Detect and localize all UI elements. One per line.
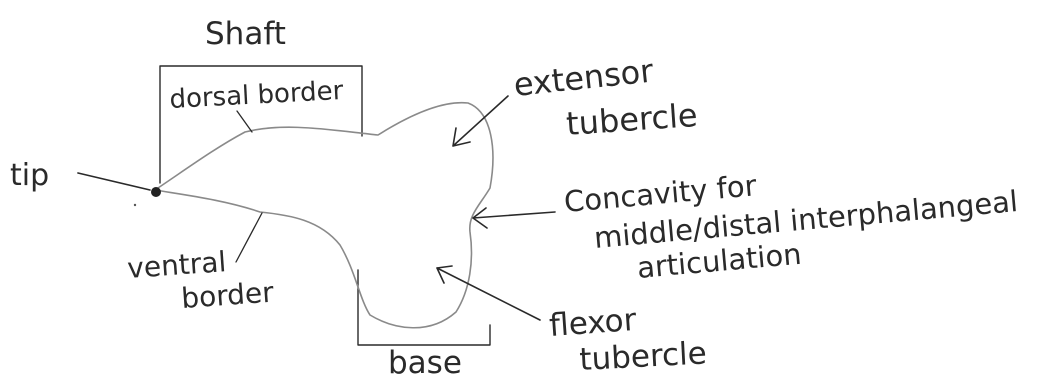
tip-leader-line: [78, 173, 150, 190]
label-flexor-2: tubercle: [579, 335, 708, 377]
tip-dot-small: [134, 204, 136, 206]
label-extensor-1: extensor: [512, 51, 656, 104]
label-dorsal-border: dorsal border: [169, 76, 345, 115]
extensor-arrow: [453, 96, 508, 146]
label-flexor-1: flexor: [548, 302, 638, 344]
flexor-arrow: [437, 266, 540, 320]
tip-point: [151, 187, 161, 197]
base-bracket: [358, 270, 490, 345]
label-tip: tip: [10, 158, 49, 193]
label-shaft: Shaft: [205, 16, 286, 52]
ventral-border-leader: [236, 213, 262, 262]
label-extensor-2: tubercle: [565, 96, 699, 143]
label-ventral-border-2: border: [180, 276, 275, 315]
dorsal-border-leader: [237, 111, 252, 132]
label-base: base: [388, 345, 462, 377]
concavity-arrow: [473, 208, 555, 228]
